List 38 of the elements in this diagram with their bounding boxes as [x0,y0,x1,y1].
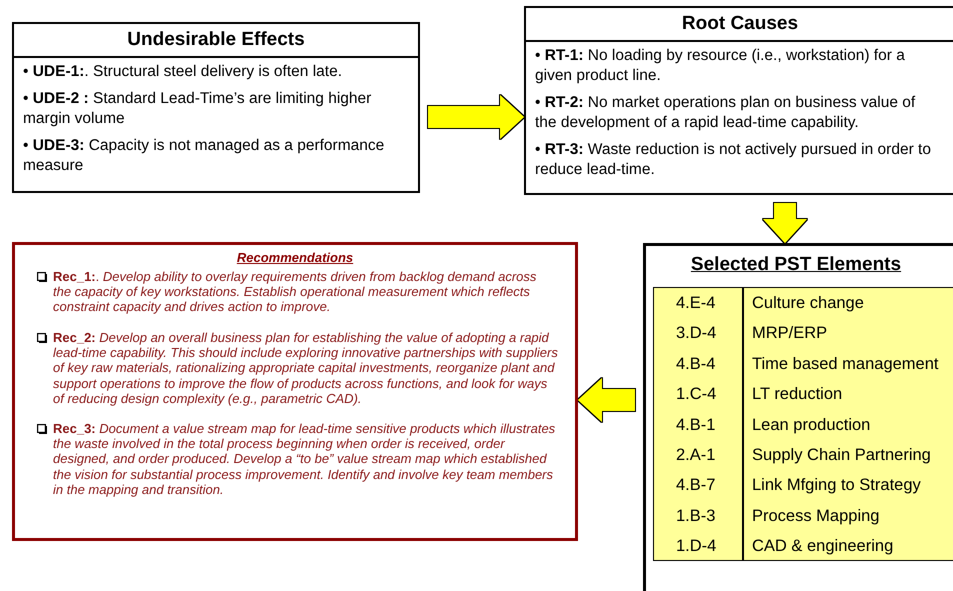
table-cell-text: Time based management [752,354,938,375]
causes-panel [524,6,953,195]
table-cell-text: Supply Chain Partnering [752,445,931,466]
panel-heading: Root Causes [526,8,953,42]
table-cell-text: MRP/ERP [752,323,828,344]
panel-heading: Selected PST Elements [690,254,902,276]
table-cell-text: 3.D-4 [676,323,716,344]
block-arrow [578,378,635,422]
effects-panel [12,22,420,193]
bullet-text: • UDE-1:. Structural steel delivery is often late. [23,62,343,82]
bullet-text: • RT-3: Waste reduction is not actively pursued in order to reduce lead-time. [535,140,932,180]
elements-panel [643,243,953,591]
table-cell-text: Lean production [752,414,870,436]
table-cell-text: 2.A-1 [676,445,716,466]
table-cell-text: 4.B-1 [676,414,716,436]
table-cell-text: LT reduction [752,384,842,406]
table-cell-text: Culture change [752,293,864,314]
block-arrow [428,95,524,139]
recommendation-text: Rec_3: Document a value stream map for lead-time sensitive products which illustrates the waste involved in the total process beginning when order is received, order designed, and order produced. Develop a “to be” value stream map which established the vision for substantial process improvement. Identify and involve key team members in the mapping and transition. [53,421,556,498]
table-cell-text: 4.B-4 [676,354,716,375]
bullet-text: • UDE-3: Capacity is not managed as a performance measure [23,136,386,176]
bullet-text: • RT-1: No loading by resource (i.e., workstation) for a given product line. [535,46,906,86]
bullet-text: • UDE-2 : Standard Lead-Time’s are limiting higher margin volume [23,89,372,129]
table-cell-text: 1.D-4 [676,536,716,558]
table-cell-text: Link Mfging to Strategy [752,475,921,496]
table-cell-text: 1.C-4 [676,384,716,406]
table-cell-text: 1.B-3 [676,506,716,527]
bullet-text: • RT-2: No market operations plan on business value of the development of a rapid lead-time capability. [535,93,916,133]
block-arrow [763,203,807,243]
table-cell-text: 4.B-7 [676,475,716,496]
recommendation-text: Rec_1:. Develop ability to overlay requirements driven from backlog demand across the capacity of key workstations. Establish operational measurement which reflects constraint capacity and drives action to improve. [53,269,538,315]
recommendations-panel [12,242,578,541]
panel-heading: Recommendations [236,250,354,265]
table-cell-text: CAD & engineering [752,536,894,558]
panel-heading: Undesirable Effects [14,24,418,58]
table-cell-text: 4.E-4 [676,293,716,314]
recommendation-text: Rec_2: Develop an overall business plan for establishing the value of adopting a rapid lead-time capability. This should include exploring innovative partnerships with suppliers of key raw materials, rationalizing appropriate capital investments, reorganize plant and support operations to improve the flow of products across functions, and look for ways of reducing design complexity (e.g., parametric CAD). [53,330,558,406]
table-cell-text: Process Mapping [752,506,880,527]
